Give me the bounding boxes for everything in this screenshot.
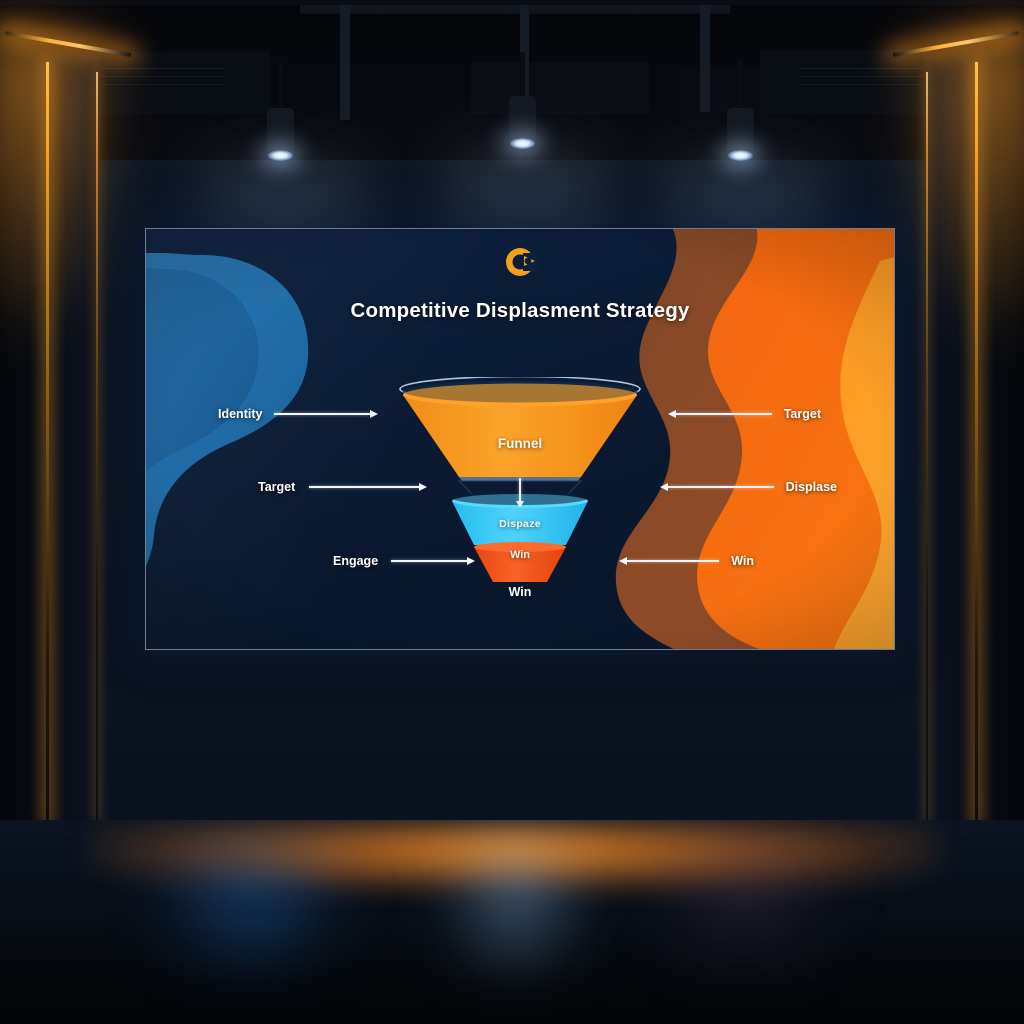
callout-right-1-label: Target	[783, 407, 821, 421]
callout-right-3-label: Win	[731, 554, 754, 568]
callout-left-2-line	[309, 486, 420, 488]
decorative-blue-blob	[146, 253, 309, 566]
slide-canvas: Competitive Displasment Strategy	[146, 229, 894, 649]
led-strip-right-outer	[926, 72, 928, 820]
callout-left-1-line	[274, 413, 371, 415]
projection-screen[interactable]: Competitive Displasment Strategy	[145, 228, 895, 650]
floor-shadow	[0, 820, 1024, 1024]
funnel-bottom-label: Win	[508, 585, 532, 599]
arrow-right-icon	[419, 483, 428, 491]
slide-title: Competitive Displasment Strategy	[350, 299, 690, 322]
callout-left-3[interactable]: Engage	[333, 554, 476, 568]
callout-right-3-line	[627, 560, 720, 562]
callout-left-2[interactable]: Target	[258, 480, 428, 494]
arrow-left-icon	[619, 557, 628, 565]
arrow-left-icon	[659, 483, 668, 491]
floor	[0, 820, 1024, 1024]
callout-right-2[interactable]: Displase	[659, 480, 837, 494]
callout-left-3-line	[391, 560, 468, 562]
callout-right-3[interactable]: Win	[619, 554, 754, 568]
funnel-stage-label-2: Dispaze	[499, 518, 541, 530]
callout-right-2-label: Displase	[785, 480, 837, 494]
led-strip-left-inner	[46, 62, 49, 822]
callout-right-2-line	[667, 486, 774, 488]
arrow-left-icon	[667, 410, 676, 418]
spotlight-lens-center	[510, 138, 535, 149]
led-glow-right	[894, 30, 1024, 360]
arrow-right-icon	[467, 557, 476, 565]
spotlight-lens-right	[728, 150, 753, 161]
callout-left-3-label: Engage	[333, 554, 379, 568]
c-logo-icon	[506, 248, 537, 276]
arrow-right-icon	[370, 410, 379, 418]
callout-left-1-label: Identity	[218, 407, 263, 421]
callout-right-1-line	[675, 413, 772, 415]
funnel-connector-arrow	[515, 501, 524, 508]
funnel-connector-line	[519, 478, 521, 504]
funnel-graphic: Funnel Dispaze Win Win	[395, 377, 645, 607]
spotlight-lens-left	[268, 150, 293, 161]
decorative-orange-waves	[615, 229, 894, 649]
callout-left-2-label: Target	[258, 480, 296, 494]
callout-left-1[interactable]: Identity	[218, 407, 379, 421]
led-glow-left	[0, 30, 130, 360]
callout-right-1[interactable]: Target	[667, 407, 821, 421]
led-strip-right-inner	[975, 62, 978, 822]
led-strip-left-outer	[96, 72, 98, 820]
funnel-stage-label-3: Win	[509, 549, 531, 561]
funnel-stage-label-1: Funnel	[497, 436, 543, 451]
